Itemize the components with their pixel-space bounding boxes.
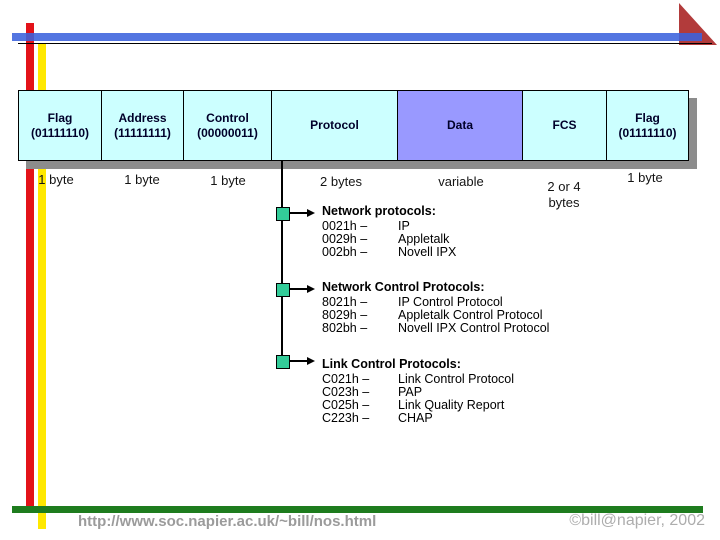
size-label-fcs: 2 or 4 bytes <box>547 179 581 210</box>
protocol-code: C223h – <box>322 411 370 425</box>
footer-copyright: ©bill@napier, 2002 <box>569 512 705 529</box>
arrow-right-icon <box>307 285 315 293</box>
list-item: 802bh – Novell IPX Control Protocol <box>322 322 549 335</box>
frame-cell-fcs: FCS <box>522 90 606 161</box>
thin-divider-line <box>18 43 712 44</box>
protocol-code: C023h – <box>322 385 370 399</box>
field-label: Flag <box>47 110 73 125</box>
protocol-code: 002bh – <box>322 245 368 259</box>
node-square-icon <box>276 283 290 297</box>
frame-cell-data: Data <box>397 90 522 161</box>
node-square-icon <box>276 207 290 221</box>
footer-url-link[interactable]: http://www.soc.napier.ac.uk/~bill/nos.ht… <box>78 513 377 530</box>
yellow-vertical-bar <box>38 43 46 529</box>
list-item: C021h – Link Control Protocol <box>322 373 514 386</box>
protocol-name: Novell IPX <box>398 245 457 259</box>
link-control-protocols-list: Link Control Protocols: C021h – Link Con… <box>322 357 514 425</box>
protocol-name: PAP <box>398 385 423 399</box>
protocol-name: IP Control Protocol <box>398 295 503 309</box>
protocol-name: Link Control Protocol <box>398 372 515 386</box>
protocol-name: Appletalk Control Protocol <box>398 308 543 322</box>
field-binary: (01111110) <box>30 125 90 140</box>
frame-cell-control: Control (00000011) <box>183 90 271 161</box>
protocol-code: 802bh – <box>322 321 368 335</box>
list-item: C025h – Link Quality Report <box>322 399 514 412</box>
field-label: Flag <box>635 110 660 125</box>
list-item: 8029h – Appletalk Control Protocol <box>322 309 549 322</box>
protocol-code: 8021h – <box>322 295 368 309</box>
field-label: Protocol <box>310 118 359 132</box>
size-label-flag-end: 1 byte <box>627 170 663 185</box>
field-label: Control <box>206 110 249 125</box>
protocol-name: Link Quality Report <box>398 398 505 412</box>
protocol-name: Novell IPX Control Protocol <box>398 321 550 335</box>
arrow-line <box>290 212 307 214</box>
network-control-protocols-list: Network Control Protocols: 8021h – IP Co… <box>322 280 549 335</box>
protocol-connector-line <box>281 161 283 362</box>
arrow-line <box>290 288 307 290</box>
field-binary: (00000011) <box>197 125 258 140</box>
size-label-protocol: 2 bytes <box>320 174 362 189</box>
list-item: 0021h – IP <box>322 220 456 233</box>
arrow-line <box>290 360 307 362</box>
list-item: 0029h – Appletalk <box>322 233 456 246</box>
field-label: Data <box>446 118 473 132</box>
section-title: Network Control Protocols: <box>322 280 485 294</box>
frame-cell-flag-end: Flag (01111110) <box>606 90 689 161</box>
protocol-code: 8029h – <box>322 308 368 322</box>
arrow-right-icon <box>307 357 315 365</box>
frame-cell-flag-start: Flag (01111110) <box>18 90 101 161</box>
field-binary: (01111110) <box>618 125 677 140</box>
size-label-data: variable <box>438 174 484 189</box>
section-title: Link Control Protocols: <box>322 357 461 371</box>
size-label-address: 1 byte <box>124 172 160 187</box>
frame-cell-address: Address (11111111) <box>101 90 183 161</box>
field-label: Address <box>118 110 167 125</box>
green-footer-bar <box>12 506 703 513</box>
protocol-code: C021h – <box>322 372 370 386</box>
field-label: FCS <box>552 118 577 132</box>
size-label-control: 1 byte <box>210 173 246 188</box>
list-item: C023h – PAP <box>322 386 514 399</box>
network-protocols-list: Network protocols: 0021h – IP 0029h – Ap… <box>322 204 456 259</box>
section-title: Network protocols: <box>322 204 436 218</box>
protocol-name: CHAP <box>398 411 433 425</box>
ppp-frame-table: Flag (01111110) Address (11111111) Contr… <box>18 90 689 161</box>
size-label-flag-start: 1 byte <box>38 172 74 187</box>
protocol-code: C025h – <box>322 398 370 412</box>
list-item: 002bh – Novell IPX <box>322 246 456 259</box>
protocol-name: Appletalk <box>398 232 450 246</box>
protocol-code: 0029h – <box>322 232 368 246</box>
list-item: C223h – CHAP <box>322 412 514 425</box>
protocol-code: 0021h – <box>322 219 368 233</box>
arrow-right-icon <box>307 209 315 217</box>
frame-cell-protocol: Protocol <box>271 90 397 161</box>
blue-horizontal-bar <box>12 33 702 41</box>
protocol-name: IP <box>398 219 410 233</box>
node-square-icon <box>276 355 290 369</box>
list-item: 8021h – IP Control Protocol <box>322 296 549 309</box>
field-binary: (11111111) <box>114 125 171 140</box>
red-vertical-bar <box>26 23 34 506</box>
